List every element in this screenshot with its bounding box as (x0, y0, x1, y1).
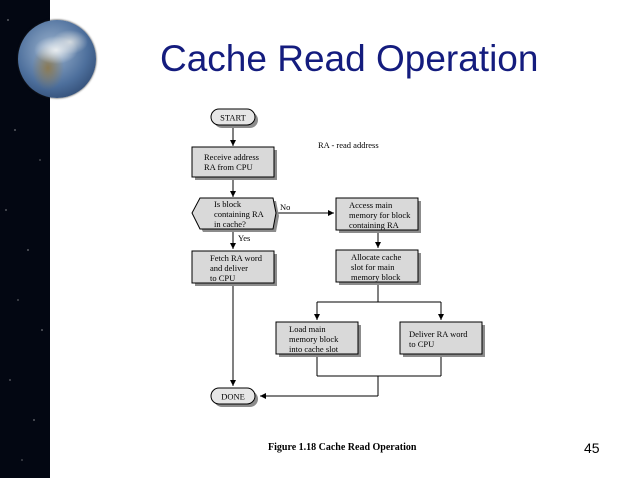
fetch-line-3: to CPU (210, 273, 235, 283)
fetch-line-2: and deliver (210, 263, 248, 273)
start-label: START (220, 113, 247, 123)
receive-line-1: Receive address (204, 152, 259, 162)
read-address-note: RA - read address (318, 140, 379, 150)
access-line-3: containing RA (349, 220, 400, 230)
edge-label-yes: Yes (238, 233, 250, 243)
node-fetch-ra-word: Fetch RA word and deliver to CPU (191, 250, 277, 286)
decision-line-3: in cache? (214, 219, 246, 229)
edge-label-no: No (280, 202, 290, 212)
load-line-1: Load main (289, 324, 326, 334)
node-done: DONE (210, 387, 258, 407)
node-receive-address: Receive address RA from CPU (191, 146, 277, 180)
earth-globe-image (18, 20, 96, 98)
node-decision: Is block containing RA in cache? (191, 197, 279, 232)
node-start: START (210, 108, 258, 128)
fetch-line-1: Fetch RA word (210, 253, 263, 263)
load-line-2: memory block (289, 334, 339, 344)
decision-line-1: Is block (214, 199, 242, 209)
node-allocate-cache-slot: Allocate cache slot for main memory bloc… (335, 249, 421, 285)
slide-title: Cache Read Operation (160, 38, 539, 79)
done-label: DONE (221, 392, 245, 402)
allocate-line-1: Allocate cache (351, 252, 401, 262)
figure-caption: Figure 1.18 Cache Read Operation (268, 442, 417, 453)
flow-connectors (230, 127, 444, 399)
load-line-3: into cache slot (289, 344, 339, 354)
node-load-main-memory: Load main memory block into cache slot (275, 321, 361, 357)
page-number: 45 (584, 440, 600, 456)
deliver-line-2: to CPU (409, 339, 434, 349)
allocate-line-3: memory block (351, 272, 401, 282)
node-deliver-ra-word: Deliver RA word to CPU (399, 321, 485, 357)
deliver-line-1: Deliver RA word (409, 329, 468, 339)
decision-line-2: containing RA (214, 209, 265, 219)
access-line-1: Access main (349, 200, 393, 210)
receive-line-2: RA from CPU (204, 162, 253, 172)
access-line-2: memory for block (349, 210, 411, 220)
allocate-line-2: slot for main (351, 262, 395, 272)
node-access-main-memory: Access main memory for block containing … (335, 197, 421, 233)
